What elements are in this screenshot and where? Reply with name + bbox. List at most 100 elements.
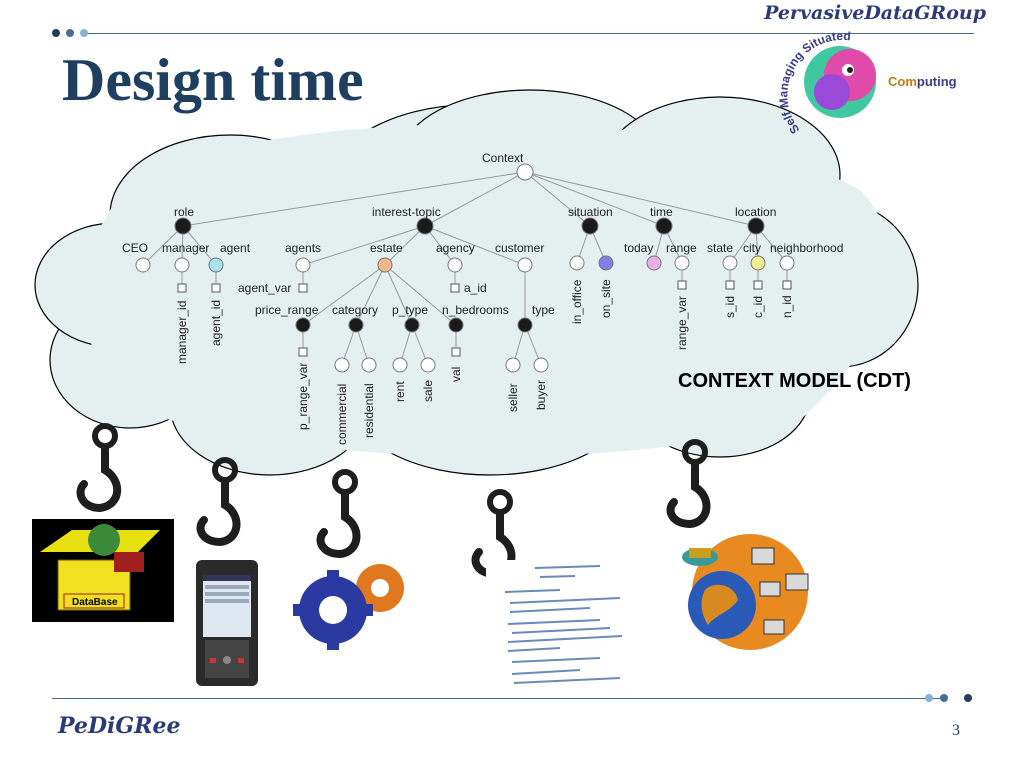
label-role: role [174,205,194,219]
node-today [646,255,662,271]
label-agents: agents [285,241,321,255]
bottom-rule [52,698,942,699]
label-price-range: price_range [255,303,319,317]
param-val-box [451,347,461,357]
label-agent-var: agent_var [238,281,291,295]
logo-computing-highlight: Com [888,74,917,89]
label-category: category [332,303,378,317]
bottom-dot-1 [925,694,933,702]
node-type [517,317,533,333]
param-c-id-box [753,280,763,290]
cdt-label: CONTEXT MODEL (CDT) [678,370,911,392]
label-context: Context [482,151,524,165]
label-ceo: CEO [122,241,148,255]
node-rent [392,357,408,373]
label-state: state [707,241,733,255]
label-residential: residential [362,383,376,438]
node-ceo [135,257,151,273]
label-today: today [624,241,653,255]
param-n-id-box [782,280,792,290]
node-agents [295,257,311,273]
node-customer [517,257,533,273]
node-time [655,217,673,235]
label-seller: seller [506,383,520,412]
label-situation: situation [568,205,613,219]
label-manager: manager [162,241,209,255]
node-in-office [569,255,585,271]
label-n-bedrooms: n_bedrooms [442,303,509,317]
brand-top: PervasiveDataGRoup [764,2,986,24]
label-sale: sale [421,380,435,402]
node-situation [581,217,599,235]
label-s-id: s_id [723,296,737,318]
label-interest-topic: interest-topic [372,205,441,219]
hook-icon [316,469,361,559]
label-p-range-var: p_range_var [296,363,310,430]
label-city: city [743,241,761,255]
node-context [516,163,534,181]
label-range: range [666,241,697,255]
param-agent-var-box [298,283,308,293]
label-rent: rent [393,381,407,402]
node-location [747,217,765,235]
mobile-device-image [196,560,258,686]
cloud-shape [34,89,919,476]
hook-icon [666,439,711,529]
param-range-var-box [677,280,687,290]
hook-icon [196,457,241,547]
svg-text:Computing: Computing [888,74,957,89]
label-estate: estate [370,241,403,255]
node-agency [447,257,463,273]
label-neighborhood: neighborhood [770,241,843,255]
param-p-range-var-box [298,347,308,357]
label-c-id: c_id [751,296,765,318]
node-price-range [295,317,311,333]
label-customer: customer [495,241,544,255]
param-agent-id-box [211,283,221,293]
param-a-id-box [450,283,460,293]
brand-bottom: PeDiGRee [58,713,181,739]
label-type: type [532,303,555,317]
page-title: Design time [62,47,364,113]
page-number: 3 [952,722,960,739]
bottom-dot-2 [940,694,948,702]
node-buyer [533,357,549,373]
globe-network-image [682,534,809,650]
code-listing-image [486,560,626,688]
top-dot-3 [80,29,88,37]
label-manager-id: manager_id [175,301,189,364]
label-commercial: commercial [335,384,349,445]
database-image: DataBase [32,519,174,622]
node-on-site [598,255,614,271]
top-dot-2 [66,29,74,37]
node-estate [377,257,393,273]
node-p-type [404,317,420,333]
node-interest-topic [416,217,434,235]
label-time: time [650,205,673,219]
top-dot-1 [52,29,60,37]
node-neighborhood [779,255,795,271]
node-commercial [334,357,350,373]
label-agent: agent [220,241,251,255]
database-label: DataBase [72,597,118,608]
node-category [348,317,364,333]
node-city [750,255,766,271]
node-role [174,217,192,235]
label-buyer: buyer [534,380,548,410]
label-agent-id: agent_id [209,300,223,346]
node-sale [420,357,436,373]
label-on-site: on_site [599,279,613,318]
node-residential [361,357,377,373]
label-agency: agency [436,241,475,255]
gears-image [293,564,404,650]
node-manager [174,257,190,273]
param-s-id-box [725,280,735,290]
label-a-id: a_id [464,281,487,295]
node-state [722,255,738,271]
label-location: location [735,205,776,219]
label-range-var: range_var [675,296,689,350]
param-manager-id-box [177,283,187,293]
logo-computing-rest: puting [917,74,957,89]
